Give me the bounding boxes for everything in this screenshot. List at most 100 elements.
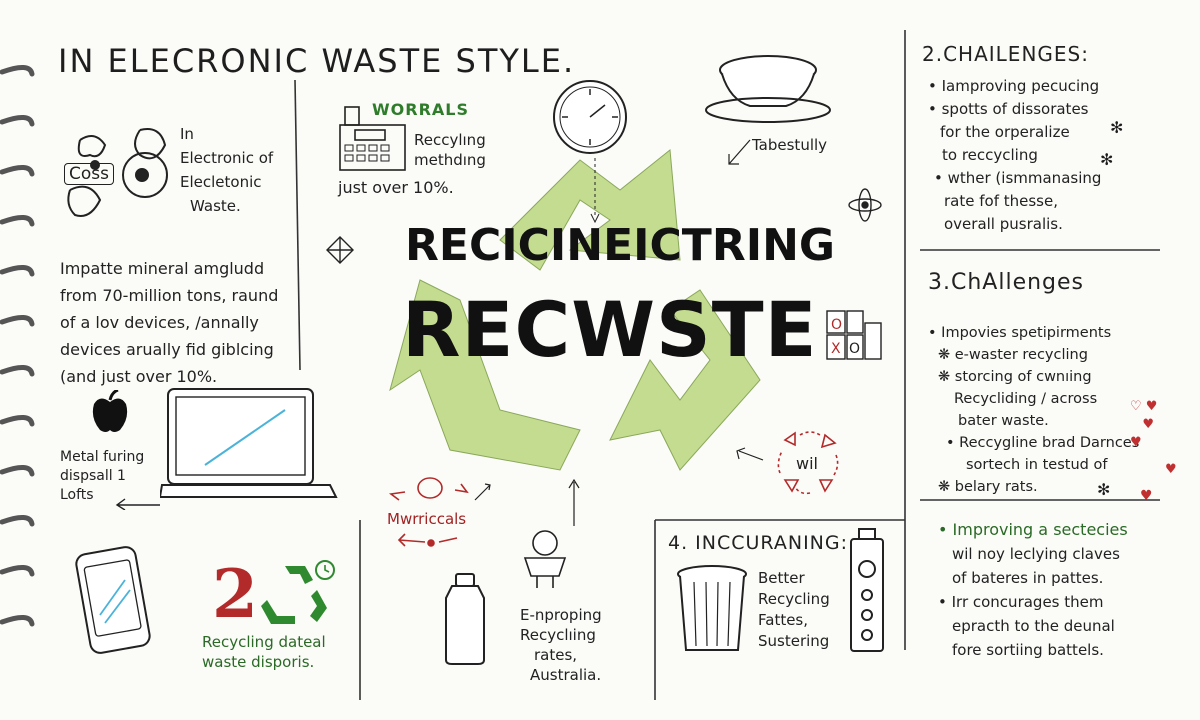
bowl-icon xyxy=(705,55,831,123)
bottom-left-line: waste disporis. xyxy=(202,653,315,671)
worrals-line: methdıng xyxy=(414,151,486,169)
left-mid-line: of a lov devices, /annally xyxy=(60,313,259,332)
hearts-icon: ♡ ♥ ♥♥ xyxy=(1130,399,1158,450)
challenges2-line: to reccycling xyxy=(942,146,1038,164)
red-cycle-icon xyxy=(777,431,839,495)
svg-text:O: O xyxy=(831,317,842,333)
improving-line: wil noy leclying claves xyxy=(952,545,1120,563)
improving-line: of bateres in pattes. xyxy=(952,569,1104,587)
sparkle-icon: ✻ xyxy=(1110,118,1124,137)
svg-text:O: O xyxy=(849,341,860,357)
improving-line: • Irr concurages them xyxy=(938,593,1104,611)
challenges3-line: Recycliding / across xyxy=(954,391,1098,407)
worrals-title: WORRALS xyxy=(372,100,469,119)
clock-icon xyxy=(553,80,627,154)
machine-icon xyxy=(339,106,406,171)
red-arrows-icon xyxy=(397,533,458,547)
left-mid-line: from 70-million tons, raund xyxy=(60,286,279,305)
compass-icon xyxy=(326,236,354,264)
left-bottom-line: dispsall 1 xyxy=(60,468,126,484)
left-top-line: Waste. xyxy=(190,197,241,215)
phone-icon xyxy=(75,546,151,654)
challenges2-list: • Iamproving pecucing • spotts of dissor… xyxy=(928,75,1101,236)
center-bottom-line: Recyclıing xyxy=(520,626,596,644)
center-title-1: RECICINEICTRING xyxy=(405,220,836,271)
left-mid-line: devices arually fid giblcing xyxy=(60,340,274,359)
atom-icon xyxy=(848,188,882,222)
trash-can-icon xyxy=(677,565,747,651)
challenges2-line: overall pusralis. xyxy=(944,215,1063,233)
tictactoe-icon: O X O xyxy=(826,310,882,360)
improving-line: • Improving a sectecies xyxy=(938,520,1128,539)
challenges3-line: • Impovies spetipirments xyxy=(928,325,1112,341)
challenges2-title: 2.CHAILENGES: xyxy=(922,42,1089,66)
worrals-note: just over 10%. xyxy=(338,178,454,197)
center-bottom-text: E-nproping Recyclıing rates, Australia. xyxy=(520,605,602,685)
coss-badge: Coss xyxy=(64,163,114,185)
improving-line: fore sortiing battels. xyxy=(952,641,1104,659)
page-title: IN ELECRONIC WASTE STYLE. xyxy=(58,42,576,80)
recycle-icon xyxy=(261,560,335,624)
arrow-icon xyxy=(115,498,160,510)
left-top-line: In xyxy=(180,125,194,143)
dotted-arrow xyxy=(590,158,600,224)
worrals-line: Reccylıng xyxy=(414,131,486,149)
bottom-left-text: Recycling dateal waste disporis. xyxy=(202,632,326,672)
bottom-left-line: Recycling dateal xyxy=(202,633,326,651)
incuraning-line: Better xyxy=(758,569,805,587)
left-top-line: Elecletonic xyxy=(180,173,262,191)
challenges3-list: • Impovies spetipirments ❋ e-waster recy… xyxy=(928,322,1139,498)
big-number: 2 xyxy=(212,555,258,633)
challenges2-line: • Iamproving pecucing xyxy=(928,77,1100,95)
left-mid-text: Impatte mineral amgludd from 70-million … xyxy=(60,255,278,390)
incuraning-line: Fattes, xyxy=(758,611,809,629)
wil-label: wil xyxy=(796,454,818,473)
murricals-label: Mwrriccals xyxy=(387,510,467,528)
challenges3-title: 3.ChAllenges xyxy=(928,270,1085,295)
sparkle-icon: ✻ xyxy=(1097,480,1111,499)
worrals-sub: Reccylıng methdıng xyxy=(414,130,486,170)
improving-list: • Improving a sectecies wil noy leclying… xyxy=(938,518,1128,662)
challenges3-line: sortech in testud of xyxy=(966,457,1108,473)
challenges3-line: ❋ belary rats. xyxy=(938,479,1038,495)
left-bottom-text: Metal furing dispsall 1 Lofts xyxy=(60,448,144,505)
heart-icon: ♥ xyxy=(1140,488,1153,504)
challenges3-line: ❋ e-waster recycling xyxy=(938,347,1088,363)
arrow-icon xyxy=(728,139,751,165)
center-title-2: RECWSTE xyxy=(402,285,818,374)
heart-icon: ♥ xyxy=(1165,462,1177,477)
left-mid-line: (and just over 10%. xyxy=(60,367,218,386)
incuraning-text: Better Recycling Fattes, Sustering xyxy=(758,568,830,652)
improving-line: epracth to the deunal xyxy=(952,617,1115,635)
center-bottom-line: Australia. xyxy=(530,666,602,684)
left-mid-line: Impatte mineral amgludd xyxy=(60,259,265,278)
challenges2-line: for the orperalize xyxy=(940,123,1070,141)
big-recycle-arrows xyxy=(389,149,761,471)
challenges3-line: bater waste. xyxy=(958,413,1049,429)
arrow-icon xyxy=(736,447,764,461)
challenges3-line: ❋ storcing of cwnıing xyxy=(938,369,1092,385)
challenges2-line: • wther (ismmanasing xyxy=(934,169,1102,187)
center-bottom-line: E-nproping xyxy=(520,606,602,624)
left-bottom-line: Metal furing xyxy=(60,449,145,465)
sparkle-icon: ✻ xyxy=(1100,150,1114,169)
laptop-icon xyxy=(160,388,338,498)
left-bottom-line: Lofts xyxy=(60,487,94,503)
robot-icon xyxy=(523,530,567,588)
apple-logo-icon xyxy=(92,390,128,432)
left-top-line: Electronic of xyxy=(180,149,274,167)
incuraning-title: 4. INCCURANING: xyxy=(668,532,849,554)
tabestully-label: Tabestully xyxy=(752,136,828,154)
challenges2-line: rate fof thesse, xyxy=(944,192,1058,210)
bottle-icon xyxy=(445,573,485,665)
left-top-text: In Electronic of Elecletonic Waste. xyxy=(180,122,273,218)
center-bottom-line: rates, xyxy=(534,646,578,664)
incuraning-line: Recycling xyxy=(758,590,830,608)
svg-text:X: X xyxy=(831,341,841,357)
incuraning-line: Sustering xyxy=(758,632,830,650)
challenges3-line: • Reccygline brad Darnces xyxy=(946,435,1140,451)
speaker-icon xyxy=(850,528,884,652)
globe-icon xyxy=(67,128,168,217)
challenges2-line: • spotts of dissorates xyxy=(928,100,1089,118)
